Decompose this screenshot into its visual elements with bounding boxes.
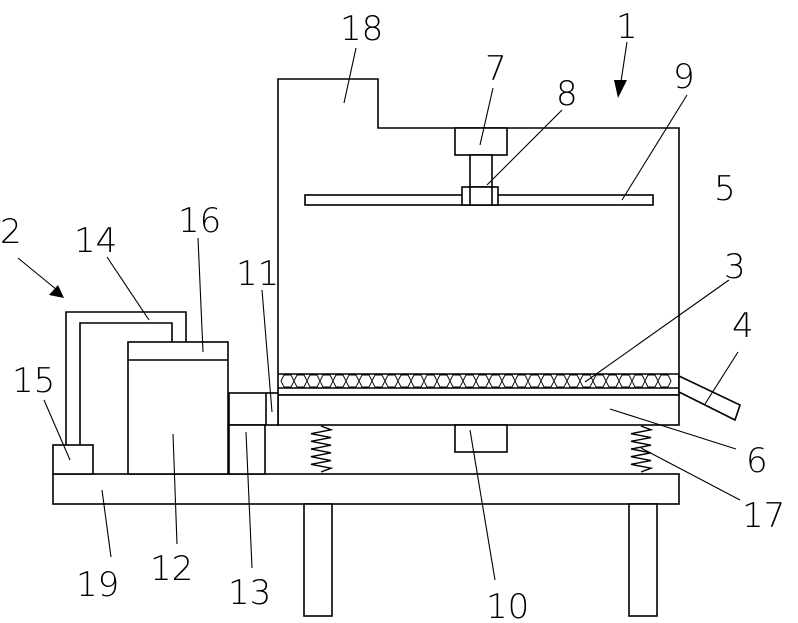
- label-1: 1: [616, 7, 638, 47]
- tank-12: [128, 342, 228, 474]
- right-spring: [631, 426, 651, 472]
- label-4: 4: [732, 306, 754, 346]
- arrow-2-head: [49, 285, 64, 298]
- pump-15: [53, 445, 93, 474]
- right-leg: [629, 504, 657, 616]
- label-18: 18: [340, 9, 383, 49]
- label-3: 3: [724, 247, 746, 287]
- base-table: [53, 474, 679, 616]
- arrow-1-head: [614, 80, 627, 98]
- label-5: 5: [714, 169, 736, 209]
- label-6: 6: [746, 441, 768, 481]
- label-14: 14: [74, 221, 117, 261]
- vibrating-tray: [278, 395, 679, 425]
- label-10: 10: [486, 587, 529, 623]
- label-9: 9: [673, 57, 695, 97]
- label-19: 19: [76, 565, 119, 605]
- left-spring: [311, 426, 331, 472]
- feed-system: [53, 312, 278, 474]
- label-16: 16: [178, 201, 221, 241]
- shaft-8: [470, 155, 492, 187]
- housing-body: [278, 79, 679, 395]
- label-15: 15: [12, 361, 55, 401]
- label-17: 17: [742, 496, 785, 536]
- discharge-chute: [679, 376, 740, 420]
- base-plate: [53, 474, 679, 504]
- label-11: 11: [236, 254, 279, 294]
- main-housing: [278, 79, 679, 395]
- label-2: 2: [0, 212, 22, 252]
- label-12: 12: [150, 549, 193, 589]
- vibration-motor-10: [455, 425, 507, 452]
- left-leg: [304, 504, 332, 616]
- label-7: 7: [485, 49, 507, 89]
- label-13: 13: [228, 573, 271, 613]
- label-8: 8: [556, 74, 578, 114]
